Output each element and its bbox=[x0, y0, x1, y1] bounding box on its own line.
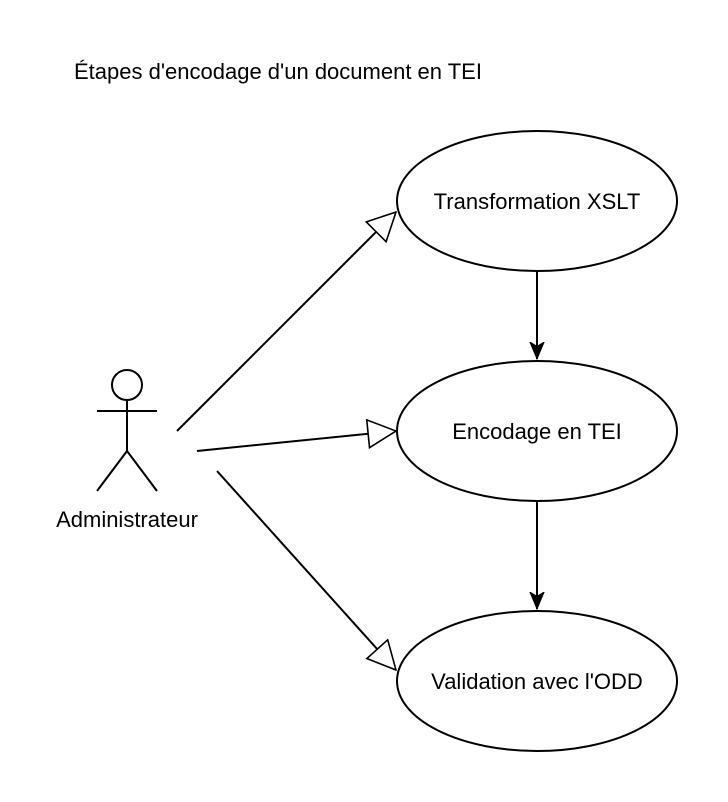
actor-administrateur[interactable]: Administrateur bbox=[56, 369, 198, 532]
actor-label: Administrateur bbox=[56, 507, 198, 532]
use-case-label: Transformation XSLT bbox=[434, 189, 641, 214]
use-case-encodage-en-tei[interactable]: Encodage en TEI bbox=[396, 360, 678, 502]
association-validation bbox=[216, 470, 396, 670]
use-case-label: Validation avec l'ODD bbox=[431, 669, 643, 694]
association-encodage bbox=[196, 431, 396, 452]
association-transformation bbox=[176, 212, 396, 432]
use-case-label: Encodage en TEI bbox=[452, 419, 622, 444]
use-case-validation-avec-odd[interactable]: Validation avec l'ODD bbox=[396, 610, 678, 752]
use-case-transformation-xslt[interactable]: Transformation XSLT bbox=[396, 130, 678, 272]
diagram-title: Étapes d'encodage d'un document en TEI bbox=[74, 59, 482, 84]
stick-figure-icon bbox=[96, 369, 158, 492]
